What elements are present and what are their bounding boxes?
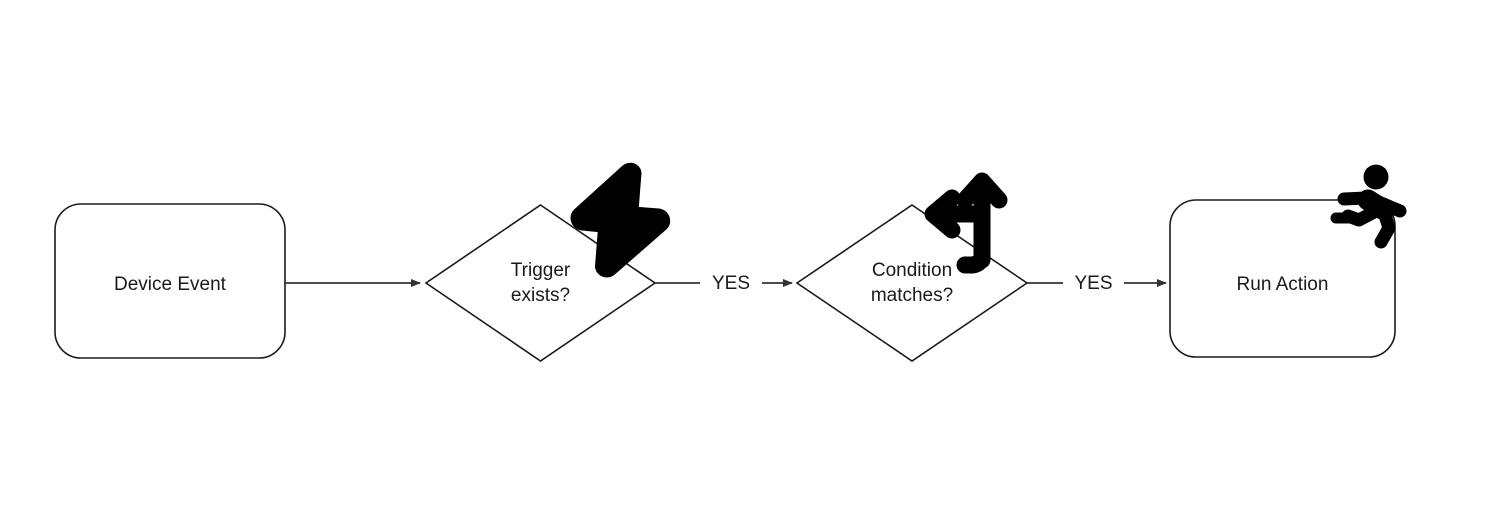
node-condition-matches-shape[interactable] [795,204,1029,362]
edge-label-yes-1: YES [711,273,751,294]
node-device-event-shape[interactable] [54,203,286,359]
edge-label-yes-2: YES [1074,273,1113,294]
lightning-bolt-icon [570,162,671,278]
running-person-icon [1330,164,1407,249]
node-run-action-shape[interactable] [1169,199,1396,358]
branch-arrow-icon [924,172,1008,274]
